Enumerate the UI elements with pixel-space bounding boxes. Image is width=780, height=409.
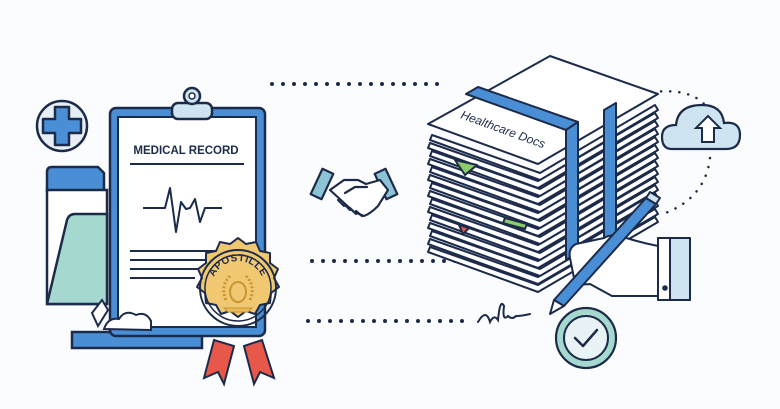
folder-icon [45, 165, 109, 306]
pen-icon [549, 191, 661, 315]
clipboard-title: MEDICAL RECORD [133, 145, 238, 157]
check-circle-icon [554, 306, 618, 370]
hand-icon [568, 234, 691, 301]
dotted-connector-middle [310, 259, 457, 263]
apostille-seal: APOSTILLE [196, 237, 280, 387]
signature-icon [477, 302, 531, 325]
dotted-arc-cloud-down [658, 156, 712, 217]
handshake-icon [309, 167, 399, 218]
dotted-connector-top [270, 82, 439, 86]
paper-arrow-icon [90, 298, 152, 332]
healthcare-docs-stack: Healthcare Docs [427, 55, 659, 293]
dotted-connector-bottom [306, 319, 464, 323]
cloud-upload-icon [660, 103, 742, 151]
heartbeat-line [143, 187, 222, 233]
medical-cross-icon [35, 99, 89, 153]
